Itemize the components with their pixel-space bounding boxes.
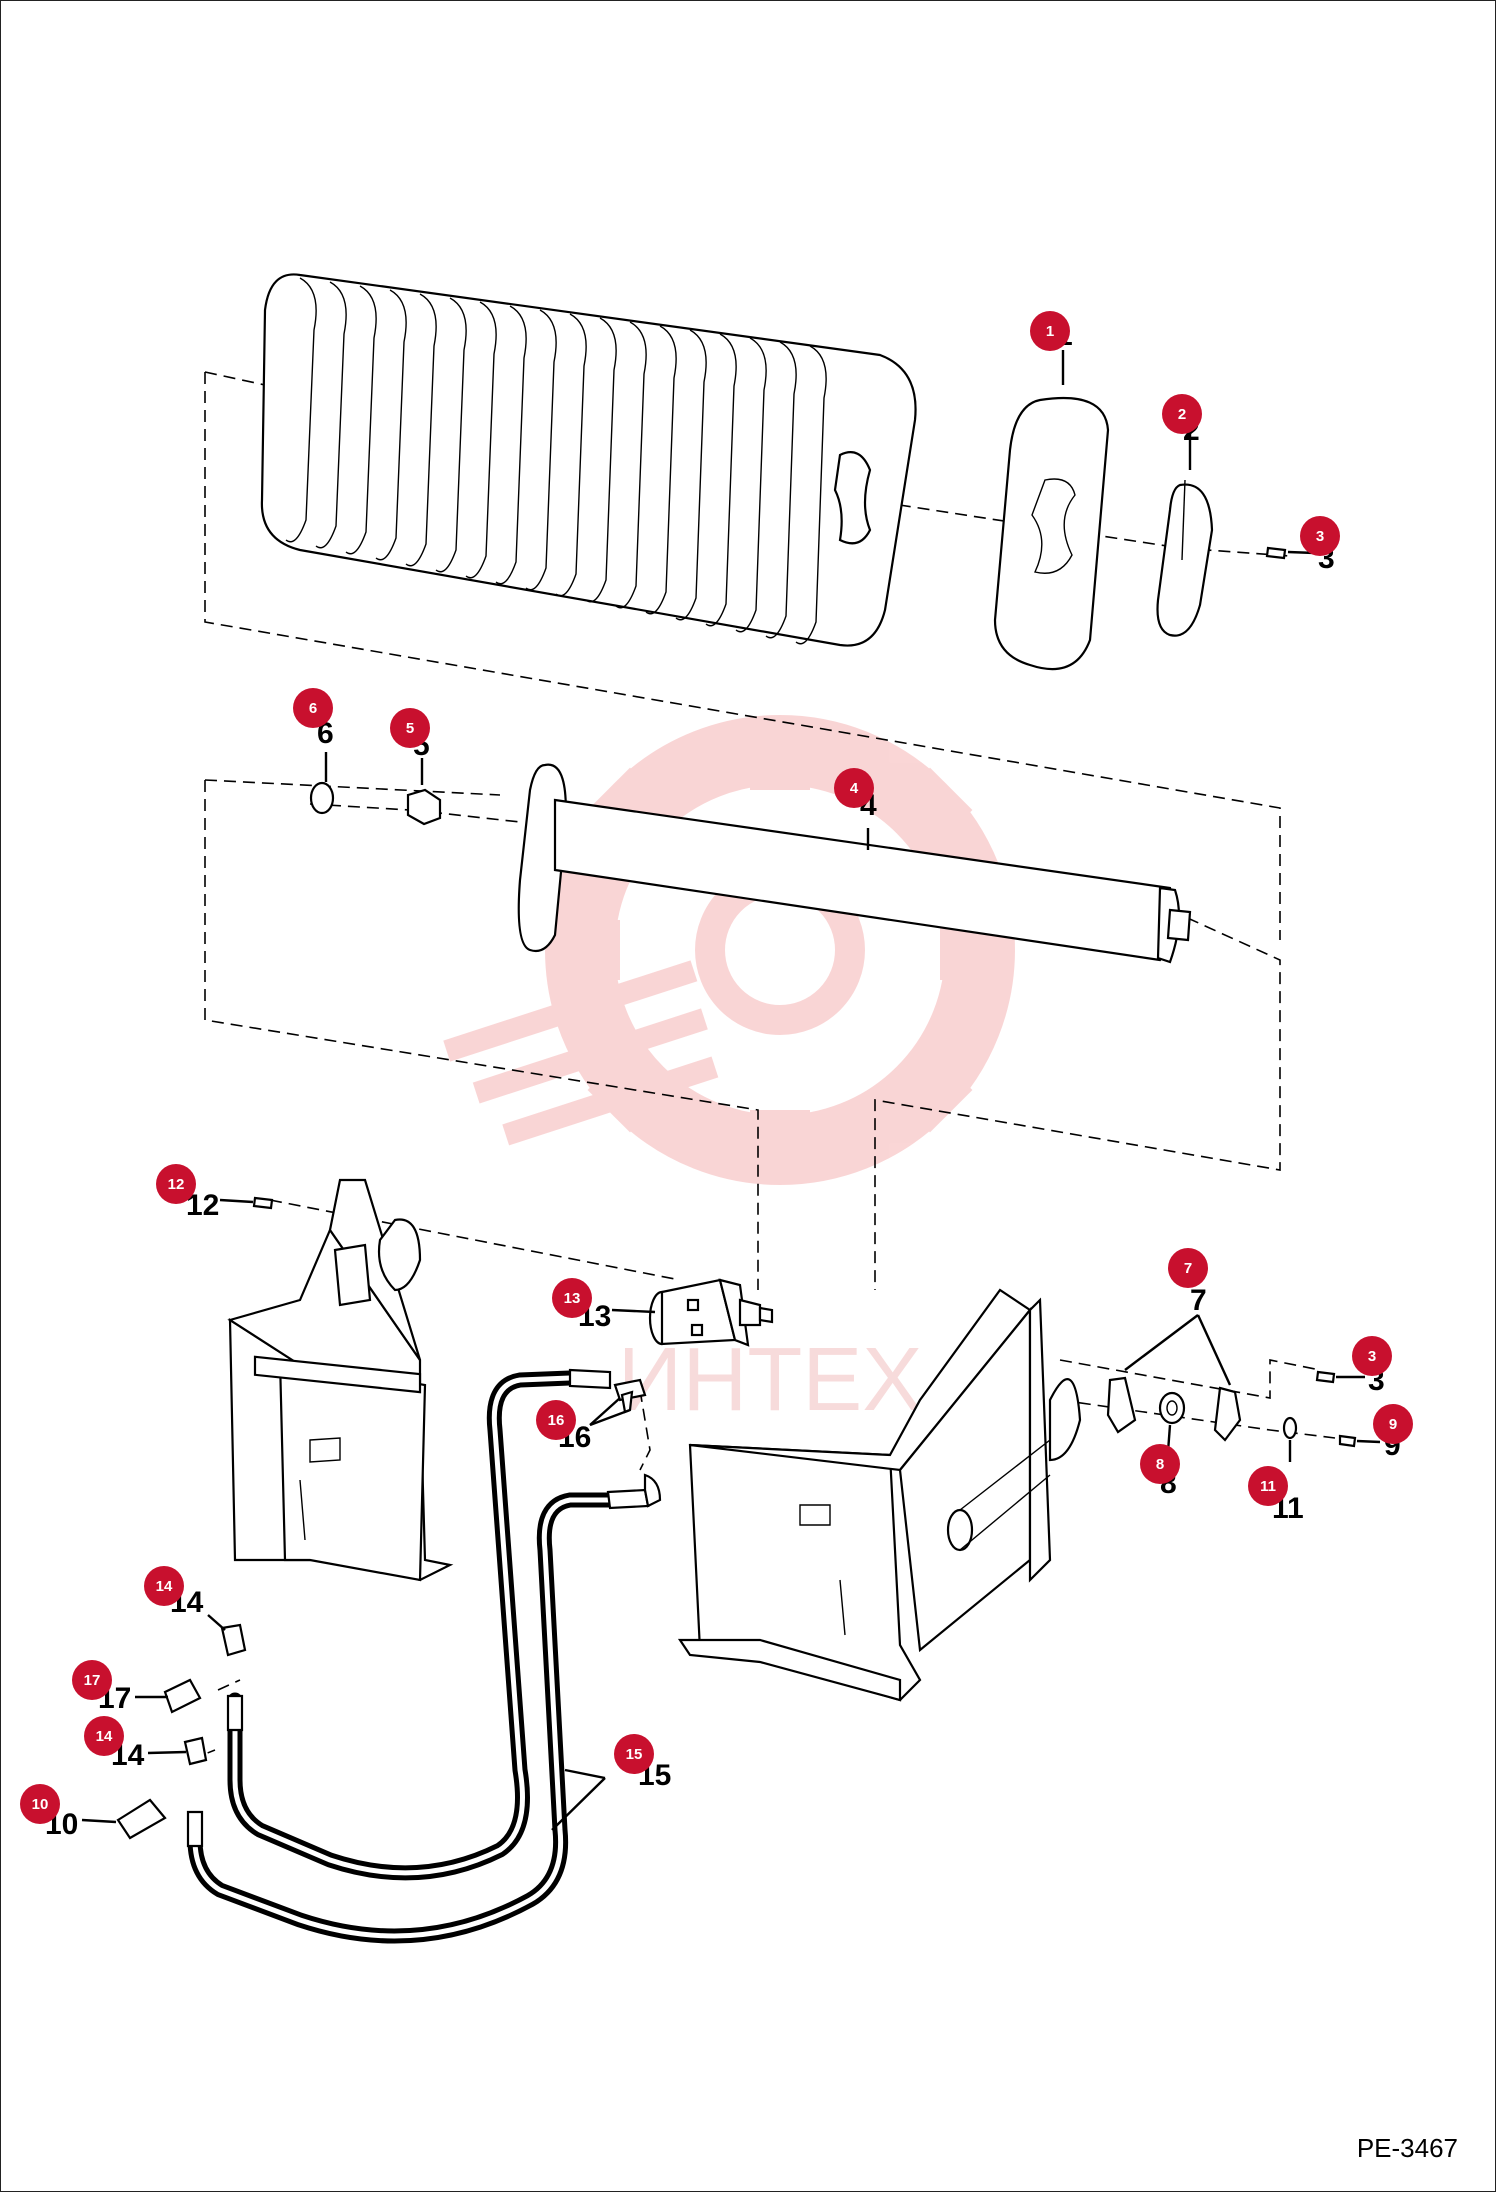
bubble-15[interactable]: 15: [614, 1734, 654, 1774]
callout-number-7: 7: [1190, 1284, 1207, 1317]
hex-nut: [406, 788, 442, 826]
drum-fin: [675, 329, 707, 621]
svg-text:14: 14: [156, 1578, 173, 1595]
drum-fin: [765, 341, 797, 639]
hydraulic-hoses: [186, 1368, 662, 1944]
drum-fin: [585, 317, 617, 603]
bubble-12[interactable]: 12: [156, 1164, 196, 1204]
figure-code: PE-3467: [1356, 2133, 1458, 2163]
roller-drum: [260, 273, 917, 647]
bubble-6[interactable]: 6: [293, 688, 333, 728]
svg-text:2: 2: [1178, 406, 1186, 423]
drum-fin: [495, 305, 527, 585]
adapter-fitting: [163, 1678, 202, 1714]
callout-bubbles: 1 2 3 3 4 5 6 7 8 9 10 11 12 13 14 14 15…: [20, 311, 1413, 1824]
svg-text:6: 6: [309, 700, 317, 717]
bubble-3b[interactable]: 3: [1352, 1336, 1392, 1376]
svg-text:8: 8: [1156, 1456, 1164, 1473]
bolt-12: [252, 1196, 274, 1210]
svg-text:15: 15: [626, 1746, 643, 1763]
bubble-14[interactable]: 14: [144, 1566, 184, 1606]
drum-fin: [705, 333, 737, 627]
drum-fin: [435, 297, 467, 573]
bubble-11[interactable]: 11: [1248, 1466, 1288, 1506]
svg-text:5: 5: [406, 720, 414, 737]
o-ring: [309, 781, 335, 815]
svg-text:11: 11: [1260, 1478, 1276, 1495]
flange-bearing: [1106, 1376, 1242, 1442]
hydraulic-motor: [648, 1278, 774, 1347]
drum-fin: [285, 277, 317, 543]
bubble-8[interactable]: 8: [1140, 1444, 1180, 1484]
drum-fin: [795, 345, 827, 645]
drum-fin: [405, 293, 437, 567]
svg-text:13: 13: [564, 1290, 581, 1307]
svg-text:4: 4: [850, 780, 859, 797]
bubble-5[interactable]: 5: [390, 708, 430, 748]
svg-text:3: 3: [1316, 528, 1324, 545]
bubble-7[interactable]: 7: [1168, 1248, 1208, 1288]
watermark-text: ИНТЕХ: [618, 1330, 923, 1430]
drum-shaft: [517, 763, 1192, 964]
drum-fin: [315, 281, 347, 549]
bolt-lower: [1338, 1434, 1357, 1448]
leader-lines: [81, 350, 1381, 1831]
svg-text:17: 17: [84, 1672, 101, 1689]
drum-fin: [375, 289, 407, 561]
washer: [1282, 1416, 1298, 1440]
bubble-4[interactable]: 4: [834, 768, 874, 808]
elbow-fitting-lower: [183, 1736, 208, 1766]
drum-fin: [615, 321, 647, 609]
bolt: [1265, 546, 1287, 560]
bolt-right-upper: [1315, 1370, 1336, 1384]
svg-text:1: 1: [1046, 323, 1054, 340]
bubble-14b[interactable]: 14: [84, 1716, 124, 1756]
bubble-1[interactable]: 1: [1030, 311, 1070, 351]
svg-text:10: 10: [32, 1796, 49, 1813]
bubble-3[interactable]: 3: [1300, 516, 1340, 556]
coupler-fitting: [116, 1798, 167, 1840]
bubble-9[interactable]: 9: [1373, 1404, 1413, 1444]
svg-text:14: 14: [96, 1728, 113, 1745]
svg-text:12: 12: [168, 1176, 185, 1193]
drum-fin: [735, 337, 767, 633]
drum-fin: [525, 309, 557, 591]
end-plate: [993, 396, 1110, 671]
assembly-guides: [189, 371, 1336, 1761]
drum-fin: [645, 325, 677, 615]
retainer-plate: [1156, 479, 1214, 637]
left-frame: [227, 1178, 454, 1582]
drum-fin: [345, 285, 377, 555]
drum-fin: [465, 301, 497, 579]
bubble-2[interactable]: 2: [1162, 394, 1202, 434]
drum-fin: [555, 313, 587, 597]
right-frame: [677, 1288, 1082, 1702]
bearing: [1158, 1391, 1186, 1425]
bubble-17[interactable]: 17: [72, 1660, 112, 1700]
watermark-logo: [443, 715, 1015, 1185]
bubble-16[interactable]: 16: [536, 1400, 576, 1440]
bubble-13[interactable]: 13: [552, 1278, 592, 1318]
svg-text:9: 9: [1389, 1416, 1397, 1433]
svg-text:16: 16: [548, 1412, 565, 1429]
svg-text:7: 7: [1184, 1260, 1192, 1277]
svg-text:3: 3: [1368, 1348, 1376, 1365]
bubble-10[interactable]: 10: [20, 1784, 60, 1824]
elbow-fitting: [220, 1623, 247, 1657]
